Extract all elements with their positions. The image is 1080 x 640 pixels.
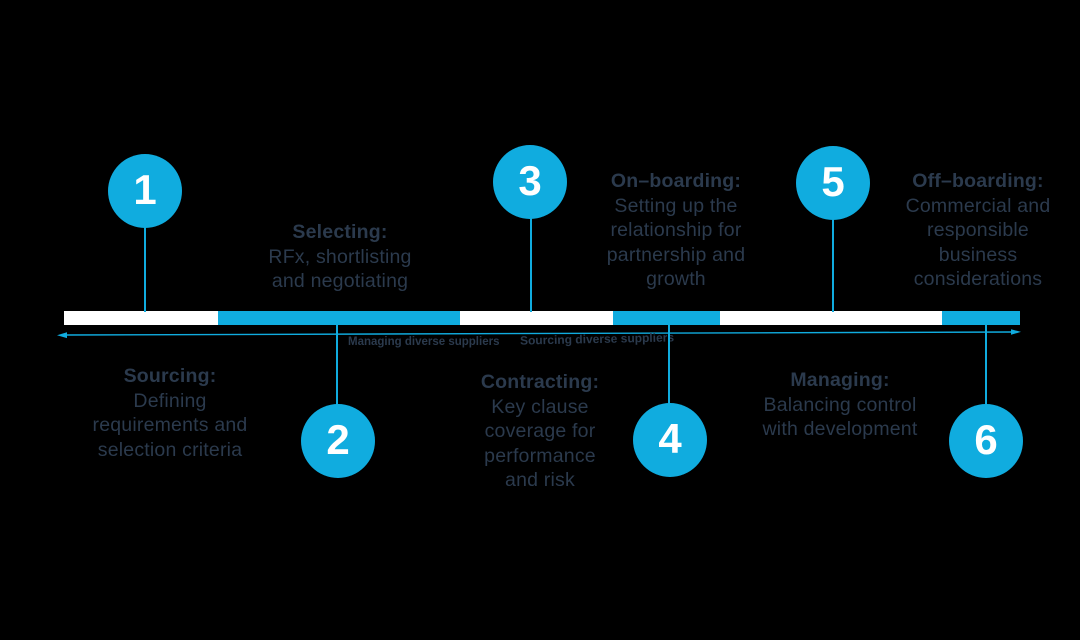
left-arrow-icon xyxy=(57,332,67,339)
step-1-circle: 1 xyxy=(108,154,182,228)
step-5-description: Balancing control with development xyxy=(762,393,918,441)
step-1-connector xyxy=(144,227,146,312)
timeline-bar xyxy=(64,311,1020,325)
bar-segment-1-white xyxy=(64,311,218,325)
step-2-description: RFx, shortlisting and negotiating xyxy=(268,245,412,293)
timeline-span-arrow xyxy=(57,329,1021,339)
bar-segment-4-accent xyxy=(613,311,720,325)
step-2-number: 2 xyxy=(326,416,350,463)
span-line xyxy=(65,331,1013,336)
right-arrow-icon xyxy=(1011,329,1021,335)
step-2-title: Selecting: xyxy=(292,221,388,243)
step-3-number: 3 xyxy=(518,157,542,204)
bar-segment-3-white xyxy=(460,311,613,325)
step-5-circle: 5 xyxy=(796,146,870,220)
step-5-title: Managing: xyxy=(790,369,890,391)
step-2-circle: 2 xyxy=(301,404,375,478)
range-label-managing-diverse-suppliers: Managing diverse suppliers xyxy=(348,336,500,348)
bar-segment-5-white xyxy=(720,311,942,325)
step-6-number: 6 xyxy=(974,416,998,463)
step-4-connector xyxy=(668,325,670,404)
step-2-text: Selecting:RFx, shortlisting and negotiat… xyxy=(230,220,450,294)
step-3-connector xyxy=(530,218,532,312)
bar-segment-6-accent xyxy=(942,311,1020,325)
step-3-title: Contracting: xyxy=(480,371,600,393)
step-4-text: On–boarding:Setting up the relationship … xyxy=(566,169,786,292)
step-1-text: Sourcing:Defining requirements and selec… xyxy=(60,364,280,462)
step-2-connector xyxy=(336,325,338,405)
step-4-title: On–boarding: xyxy=(610,170,742,192)
step-3-description: Key clause coverage for performance and … xyxy=(484,395,596,492)
step-4-description: Setting up the relationship for partners… xyxy=(606,194,746,291)
step-3-circle: 3 xyxy=(493,145,567,219)
bar-segment-2-accent xyxy=(218,311,460,325)
step-6-description: Commercial and responsible business cons… xyxy=(905,194,1051,291)
step-1-number: 1 xyxy=(133,166,157,213)
step-1-description: Defining requirements and selection crit… xyxy=(92,389,248,461)
step-4-number: 4 xyxy=(658,415,682,462)
step-6-circle: 6 xyxy=(949,404,1023,478)
step-3-text: Contracting:Key clause coverage for perf… xyxy=(430,370,650,493)
step-5-text: Managing:Balancing control with developm… xyxy=(725,368,955,442)
step-6-text: Off–boarding:Commercial and responsible … xyxy=(868,169,1080,292)
step-1-title: Sourcing: xyxy=(123,365,217,387)
step-5-number: 5 xyxy=(821,158,845,205)
step-6-title: Off–boarding: xyxy=(912,170,1044,192)
step-5-connector xyxy=(832,220,834,312)
step-4-circle: 4 xyxy=(633,403,707,477)
step-6-connector xyxy=(985,325,987,405)
